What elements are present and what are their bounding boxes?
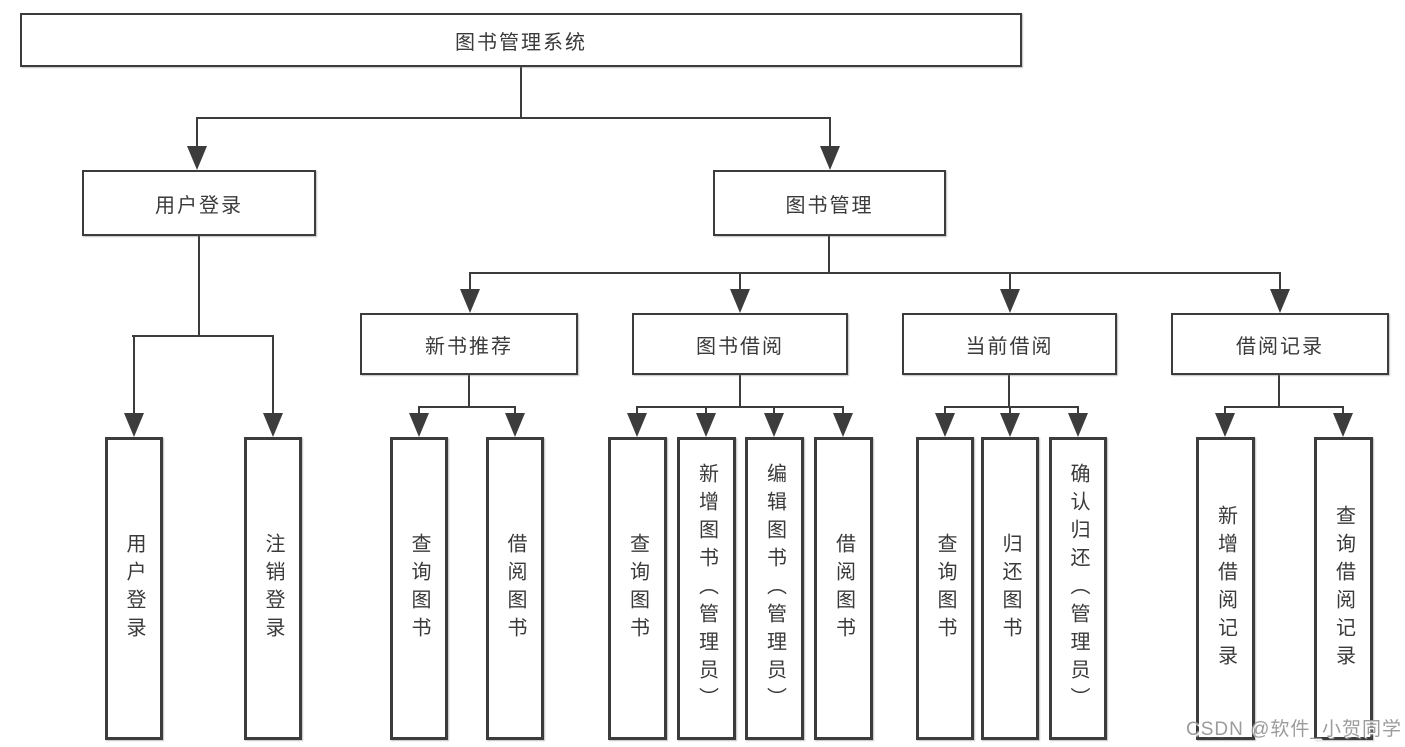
connector-line bbox=[773, 406, 775, 415]
node-label: 注销登录 bbox=[262, 532, 284, 645]
node-label: 新书推荐 bbox=[425, 335, 513, 358]
connector-line bbox=[705, 406, 707, 415]
node-label: 借阅图书 bbox=[832, 532, 855, 645]
arrowhead-icon bbox=[1068, 413, 1088, 437]
connector-line bbox=[468, 375, 470, 407]
node-label: 编辑图书（管理员） bbox=[763, 462, 786, 715]
connector-line bbox=[1224, 406, 1226, 415]
node-label: 新增图书（管理员） bbox=[695, 462, 718, 715]
connector-line bbox=[739, 375, 741, 407]
node-label: 归还图书 bbox=[999, 532, 1021, 645]
connector-line bbox=[514, 406, 516, 415]
arrowhead-icon bbox=[460, 289, 480, 313]
connector-line bbox=[520, 67, 522, 118]
leaf-query-books-current: 查询图书 bbox=[916, 437, 974, 740]
connector-line bbox=[1009, 406, 1011, 415]
leaf-add-borrow-record: 新增借阅记录 bbox=[1196, 437, 1255, 740]
connector-line bbox=[1008, 375, 1010, 407]
arrowhead-icon bbox=[1000, 289, 1020, 313]
node-label: 查询图书 bbox=[408, 532, 430, 645]
connector-line bbox=[1279, 272, 1281, 290]
connector-line bbox=[1077, 406, 1079, 415]
arrowhead-icon bbox=[1270, 289, 1290, 313]
leaf-add-book-admin: 新增图书（管理员） bbox=[677, 437, 736, 740]
arrowhead-icon bbox=[263, 413, 283, 437]
arrowhead-icon bbox=[124, 413, 144, 437]
node-label: 查询借阅记录 bbox=[1332, 504, 1355, 673]
arrowhead-icon bbox=[730, 289, 750, 313]
connector-line bbox=[944, 406, 1079, 408]
leaf-user-login: 用户登录 bbox=[105, 437, 163, 740]
connector-line bbox=[828, 236, 830, 273]
connector-line bbox=[469, 272, 1281, 274]
node-label: 新增借阅记录 bbox=[1214, 504, 1237, 673]
connector-line bbox=[133, 335, 135, 414]
connector-line bbox=[1342, 406, 1344, 415]
connector-line bbox=[1278, 375, 1280, 407]
node-label: 借阅图书 bbox=[504, 532, 526, 645]
connector-line bbox=[272, 335, 274, 414]
node-user-login: 用户登录 bbox=[82, 170, 316, 236]
node-label: 图书管理 bbox=[785, 194, 874, 217]
connector-line bbox=[196, 117, 831, 119]
leaf-query-books-borrow: 查询图书 bbox=[608, 437, 667, 740]
arrowhead-icon bbox=[764, 413, 784, 437]
node-borrow-records: 借阅记录 bbox=[1171, 313, 1389, 375]
node-current-borrow: 当前借阅 bbox=[902, 313, 1117, 375]
node-root: 图书管理系统 bbox=[20, 13, 1022, 67]
connector-line bbox=[469, 272, 471, 290]
node-label: 图书借阅 bbox=[696, 335, 784, 358]
leaf-borrow-books: 借阅图书 bbox=[814, 437, 873, 740]
arrowhead-icon bbox=[505, 413, 525, 437]
connector-line bbox=[418, 406, 516, 408]
connector-line bbox=[196, 117, 198, 147]
leaf-return-book: 归还图书 bbox=[981, 437, 1039, 740]
connector-line bbox=[944, 406, 946, 415]
arrowhead-icon bbox=[1215, 413, 1235, 437]
arrowhead-icon bbox=[187, 146, 207, 170]
leaf-borrow-books-recommend: 借阅图书 bbox=[486, 437, 544, 740]
leaf-query-borrow-record: 查询借阅记录 bbox=[1314, 437, 1373, 740]
leaf-logout: 注销登录 bbox=[244, 437, 302, 740]
node-label: 当前借阅 bbox=[965, 335, 1054, 358]
arrowhead-icon bbox=[820, 146, 840, 170]
leaf-confirm-return-admin: 确认归还（管理员） bbox=[1049, 437, 1107, 740]
node-label: 借阅记录 bbox=[1236, 335, 1324, 358]
connector-line bbox=[198, 236, 200, 336]
node-label: 图书管理系统 bbox=[455, 31, 587, 54]
leaf-edit-book-admin: 编辑图书（管理员） bbox=[745, 437, 804, 740]
arrowhead-icon bbox=[696, 413, 716, 437]
arrowhead-icon bbox=[833, 413, 853, 437]
node-label: 查询图书 bbox=[934, 532, 956, 645]
connector-line bbox=[842, 406, 844, 415]
arrowhead-icon bbox=[627, 413, 647, 437]
node-label: 查询图书 bbox=[626, 532, 649, 645]
leaf-query-books-recommend: 查询图书 bbox=[390, 437, 448, 740]
arrowhead-icon bbox=[1000, 413, 1020, 437]
node-label: 确认归还（管理员） bbox=[1067, 462, 1089, 715]
connector-line bbox=[132, 335, 274, 337]
connector-line bbox=[636, 406, 844, 408]
node-new-book-recommend: 新书推荐 bbox=[360, 313, 578, 375]
node-book-management: 图书管理 bbox=[713, 170, 946, 236]
watermark: CSDN @软件_小贺同学 bbox=[1186, 719, 1402, 740]
node-label: 用户登录 bbox=[123, 532, 145, 645]
node-book-borrow: 图书借阅 bbox=[632, 313, 848, 375]
arrowhead-icon bbox=[409, 413, 429, 437]
connector-line bbox=[636, 406, 638, 415]
arrowhead-icon bbox=[935, 413, 955, 437]
connector-line bbox=[739, 272, 741, 290]
connector-line bbox=[418, 406, 420, 415]
arrowhead-icon bbox=[1333, 413, 1353, 437]
connector-line bbox=[829, 117, 831, 147]
node-label: 用户登录 bbox=[155, 194, 243, 217]
connector-line bbox=[1224, 406, 1344, 408]
connector-line bbox=[1009, 272, 1011, 290]
